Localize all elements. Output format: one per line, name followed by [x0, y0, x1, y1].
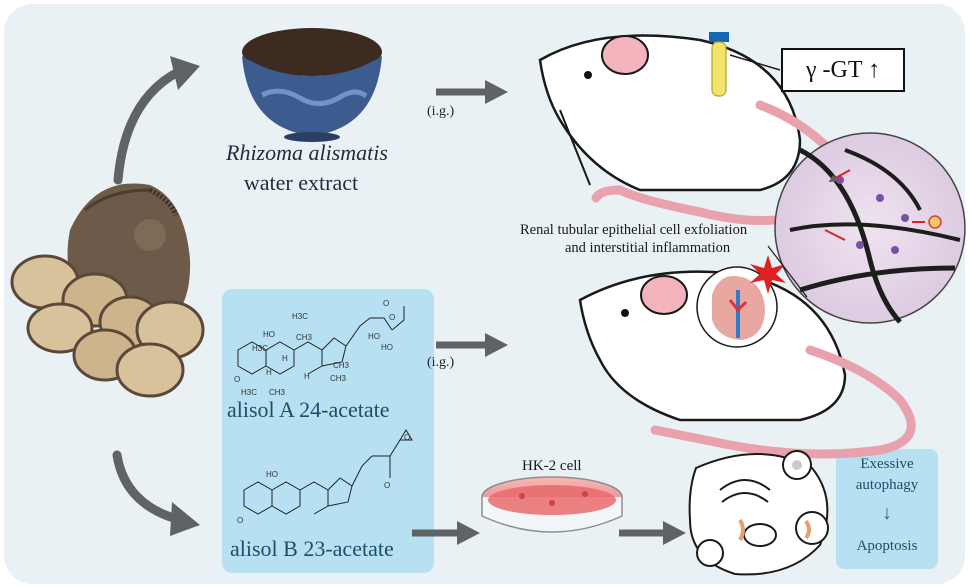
outcome-line2: autophagy: [855, 477, 919, 493]
alisol-b-label: alisol B 23-acetate: [230, 536, 394, 561]
curved-arrow-bottom: [112, 450, 200, 536]
cell-line-label: HK-2 cell: [522, 458, 582, 474]
atom-label: H3C: [241, 388, 258, 397]
outcome-box: [836, 449, 938, 569]
arrow-extract-to-mouse: [436, 80, 508, 104]
arrow-compound-to-mouse: [436, 333, 508, 357]
arrow-compound-to-dish: [412, 521, 480, 545]
atom-label: CH3: [330, 374, 347, 383]
mouse-bottom: [578, 255, 916, 459]
extract-title: Rhizoma alismatis: [226, 140, 388, 165]
alisol-a-label: alisol A 24-acetate: [227, 397, 390, 422]
arrow-dish-to-cell: [619, 521, 686, 545]
atom-label: HO: [263, 330, 275, 339]
ggt-marker-label: γ -GT ↑: [805, 56, 881, 83]
route-label-top: (i.g.): [427, 104, 455, 119]
atom-label: O: [234, 375, 241, 384]
atom-label: H: [282, 354, 288, 363]
histology-inset: [767, 132, 966, 324]
atom-label: HO: [266, 470, 278, 479]
outcome-down-arrow: ↓: [882, 502, 892, 524]
atom-label: O: [389, 313, 396, 322]
autophagy-cell: [688, 450, 829, 576]
ggt-marker-box: γ -GT ↑: [781, 48, 905, 92]
atom-label: O: [237, 516, 244, 525]
atom-label: H3C: [292, 312, 309, 321]
compound-panel: [222, 289, 434, 573]
atom-label: O: [384, 481, 391, 490]
structure-alisol-b: [243, 429, 413, 515]
atom-label: H3C: [252, 344, 269, 353]
atom-label: O: [404, 433, 411, 442]
renal-finding-line1: Renal tubular epithelial cell exfoliatio…: [520, 222, 748, 238]
atom-label: HO: [368, 332, 380, 341]
atom-label: H: [266, 368, 272, 377]
rhizome-illustration: [10, 183, 205, 398]
route-label-mid: (i.g.): [427, 355, 455, 370]
extract-subtitle: water extract: [243, 170, 359, 195]
structure-alisol-a: [237, 306, 405, 375]
bowl-illustration: [242, 28, 382, 142]
atom-label: HO: [381, 343, 393, 352]
atom-label: CH3: [269, 388, 286, 397]
petri-dish: [481, 476, 623, 533]
atom-label: CH3: [296, 333, 313, 342]
atom-label: H: [304, 372, 310, 381]
outcome-line1: Exessive: [860, 456, 914, 472]
curved-arrow-top: [113, 56, 200, 185]
renal-finding-line2: and interstitial inflammation: [565, 240, 731, 256]
atom-label: O: [383, 299, 390, 308]
atom-label: CH3: [333, 361, 350, 370]
outcome-line3: Apoptosis: [856, 538, 918, 554]
